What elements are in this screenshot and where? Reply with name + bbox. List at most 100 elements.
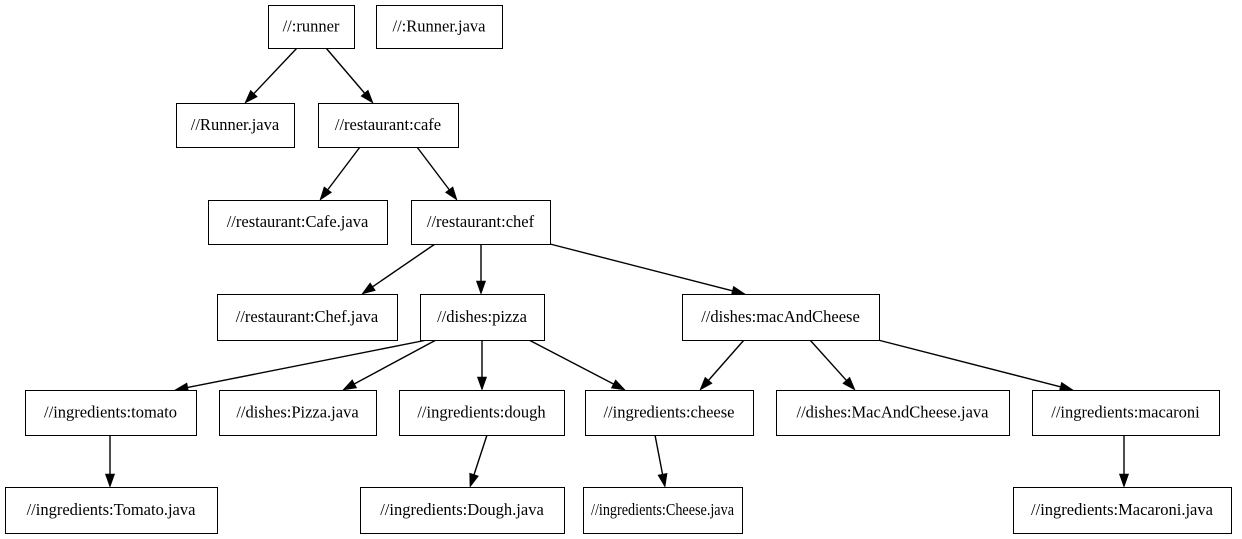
edge-line	[549, 243, 733, 292]
edge-dishes_pizza-to-pizza_java	[342, 339, 437, 391]
edge-ing_dough-to-dough_java	[469, 434, 488, 488]
node-box[interactable]	[375, 4, 504, 50]
edge-ing_tomato-to-tomato_java	[104, 435, 116, 488]
node-box[interactable]	[681, 293, 881, 342]
node-label: //Runner.java	[191, 115, 280, 134]
graph-node-dishes_mac[interactable]: //dishes:macAndCheese	[681, 293, 881, 342]
arrowhead-icon	[361, 282, 376, 295]
node-label: //ingredients:Cheese.java	[591, 500, 735, 519]
edge-ing_cheese-to-cheese_java	[654, 434, 668, 488]
edge-line	[473, 434, 488, 475]
node-label: //dishes:Pizza.java	[236, 402, 359, 421]
arrowhead-icon	[360, 89, 374, 104]
node-box[interactable]	[24, 389, 198, 437]
node-label: //restaurant:Cafe.java	[227, 212, 369, 231]
node-box[interactable]	[359, 486, 566, 535]
node-box[interactable]	[216, 293, 399, 342]
graph-node-restaurant_chef[interactable]: //restaurant:chef	[410, 199, 552, 246]
edge-line	[327, 146, 361, 191]
nodes-layer: //:runner //:Runner.java //Runner.java //re…	[4, 4, 1233, 535]
edge-dishes_mac-to-ing_macaroni	[877, 339, 1074, 392]
graph-node-cheese_java[interactable]: //ingredients:Cheese.java	[582, 486, 744, 535]
node-label: //dishes:pizza	[437, 307, 527, 326]
graph-node-ing_macaroni[interactable]: //ingredients:macaroni	[1031, 389, 1221, 437]
graph-node-dough_java[interactable]: //ingredients:Dough.java	[359, 486, 566, 535]
graph-node-runner_java[interactable]: //Runner.java	[175, 102, 296, 149]
edge-line	[708, 339, 745, 381]
edge-dishes_pizza-to-ing_cheese	[528, 339, 626, 391]
edge-restaurant_chef-to-chef_java	[361, 243, 436, 295]
edge-runner-to-runner_java	[244, 47, 298, 104]
graph-node-mac_java[interactable]: //dishes:MacAndCheese.java	[775, 389, 1011, 437]
edge-line	[325, 47, 366, 94]
edge-line	[654, 434, 664, 475]
node-box[interactable]	[584, 389, 755, 437]
node-box[interactable]	[317, 102, 460, 149]
graph-node-ing_cheese[interactable]: //ingredients:cheese	[584, 389, 755, 437]
edge-dishes_mac-to-ing_cheese	[699, 339, 745, 391]
arrowhead-icon	[319, 186, 333, 201]
node-box[interactable]	[775, 389, 1011, 437]
graph-node-ing_tomato[interactable]: //ingredients:tomato	[24, 389, 198, 437]
arrowhead-icon	[444, 186, 458, 201]
node-label: //dishes:MacAndCheese.java	[797, 402, 990, 421]
node-label: //ingredients:Dough.java	[380, 500, 544, 519]
node-box[interactable]	[175, 102, 296, 149]
graph-node-cafe_java[interactable]: //restaurant:Cafe.java	[207, 199, 389, 246]
node-box[interactable]	[207, 199, 389, 246]
edge-restaurant_chef-to-dishes_mac	[549, 243, 746, 296]
arrowhead-icon	[610, 379, 626, 391]
node-label: //ingredients:dough	[417, 402, 546, 421]
edge-ing_macaroni-to-macaroni_java	[1118, 435, 1130, 488]
node-label: //ingredients:cheese	[603, 402, 734, 421]
node-label: //:runner	[283, 16, 340, 35]
edge-line	[877, 339, 1061, 388]
edge-dishes_pizza-to-ing_dough	[476, 340, 488, 391]
edge-line	[416, 146, 450, 191]
arrowhead-icon	[342, 379, 358, 391]
edge-line	[372, 243, 436, 288]
graph-node-runner_java_root[interactable]: //:Runner.java	[375, 4, 504, 50]
node-box[interactable]	[398, 389, 566, 437]
edges-layer	[104, 47, 1130, 488]
edge-restaurant_cafe-to-cafe_java	[319, 146, 361, 201]
graph-node-pizza_java[interactable]: //dishes:Pizza.java	[218, 389, 378, 437]
node-box[interactable]	[410, 199, 552, 246]
edge-dishes_pizza-to-ing_tomato	[174, 339, 428, 393]
graph-node-tomato_java[interactable]: //ingredients:Tomato.java	[4, 486, 219, 535]
node-box[interactable]	[419, 293, 546, 342]
graph-node-macaroni_java[interactable]: //ingredients:Macaroni.java	[1012, 486, 1233, 535]
graph-node-restaurant_cafe[interactable]: //restaurant:cafe	[317, 102, 460, 149]
node-box[interactable]	[582, 486, 744, 535]
graph-node-runner[interactable]: //:runner	[267, 4, 356, 50]
node-label: //restaurant:cafe	[335, 115, 441, 134]
graph-node-chef_java[interactable]: //restaurant:Chef.java	[216, 293, 399, 342]
node-label: //ingredients:macaroni	[1051, 402, 1200, 421]
node-box[interactable]	[1031, 389, 1221, 437]
node-label: //restaurant:Chef.java	[236, 307, 379, 326]
graph-node-dishes_pizza[interactable]: //dishes:pizza	[419, 293, 546, 342]
arrowhead-icon	[1118, 473, 1130, 488]
node-box[interactable]	[218, 389, 378, 437]
node-box[interactable]	[4, 486, 219, 535]
edge-restaurant_cafe-to-restaurant_chef	[416, 146, 458, 201]
node-label: //dishes:macAndCheese	[701, 307, 860, 326]
arrowhead-icon	[657, 472, 668, 488]
arrowhead-icon	[104, 473, 116, 488]
node-label: //ingredients:Tomato.java	[27, 500, 197, 519]
node-box[interactable]	[1012, 486, 1233, 535]
node-label: //restaurant:chef	[427, 212, 535, 231]
node-box[interactable]	[267, 4, 356, 50]
graph-node-ing_dough[interactable]: //ingredients:dough	[398, 389, 566, 437]
arrowhead-icon	[469, 472, 479, 488]
arrowhead-icon	[244, 89, 258, 104]
edge-line	[528, 339, 614, 385]
edge-dishes_mac-to-mac_java	[809, 339, 856, 391]
node-label: //ingredients:Macaroni.java	[1031, 500, 1214, 519]
edge-line	[187, 339, 428, 389]
arrowhead-icon	[475, 280, 487, 295]
arrowhead-icon	[476, 376, 488, 391]
edge-line	[354, 339, 437, 385]
